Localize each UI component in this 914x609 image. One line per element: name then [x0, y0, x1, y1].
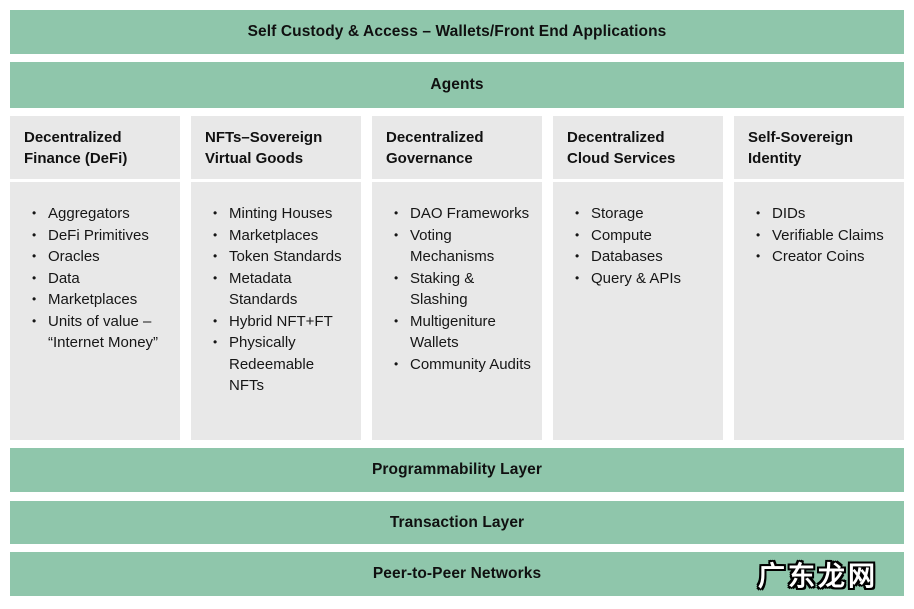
- bullet-item: Databases: [573, 246, 713, 268]
- column-cloud-title: Decentralized Cloud Services: [553, 116, 723, 179]
- bullet-item: Community Audits: [392, 354, 532, 376]
- bullet-item: Units of value – “Internet Money”: [30, 311, 170, 354]
- column-governance-items: DAO FrameworksVoting MechanismsStaking &…: [372, 182, 542, 440]
- column-defi-title: Decentralized Finance (DeFi): [10, 116, 180, 179]
- bullet-item: Voting Mechanisms: [392, 225, 532, 268]
- layer-bar-transaction-label: Transaction Layer: [389, 513, 525, 531]
- column-identity-items: DIDsVerifiable ClaimsCreator Coins: [734, 182, 904, 440]
- bullet-item: Storage: [573, 203, 713, 225]
- bullet-item: DeFi Primitives: [30, 225, 170, 247]
- column-cloud: Decentralized Cloud Services StorageComp…: [553, 116, 723, 440]
- column-defi-items: AggregatorsDeFi PrimitivesOraclesDataMar…: [10, 182, 180, 440]
- bullet-item: Query & APIs: [573, 268, 713, 290]
- column-nfts-items: Minting HousesMarketplacesToken Standard…: [191, 182, 361, 440]
- layer-bar-p2p: Peer-to-Peer Networks 广东龙网: [10, 552, 904, 596]
- bullet-item: Physically Redeemable NFTs: [211, 332, 351, 397]
- column-governance-title: Decentralized Governance: [372, 116, 542, 179]
- bullet-item: Minting Houses: [211, 203, 351, 225]
- layer-bar-programmability: Programmability Layer: [10, 448, 904, 492]
- bullet-item: Multigeniture Wallets: [392, 311, 532, 354]
- bullet-item: Verifiable Claims: [754, 225, 894, 247]
- layer-bar-self-custody-label: Self Custody & Access – Wallets/Front En…: [247, 23, 667, 40]
- bullet-item: Data: [30, 268, 170, 290]
- column-cloud-items: StorageComputeDatabasesQuery & APIs: [553, 182, 723, 440]
- column-nfts: NFTs–Sovereign Virtual Goods Minting Hou…: [191, 116, 361, 440]
- bullet-item: DIDs: [754, 203, 894, 225]
- column-defi: Decentralized Finance (DeFi) Aggregators…: [10, 116, 180, 440]
- bullet-item: Marketplaces: [211, 225, 351, 247]
- bullet-item: Creator Coins: [754, 246, 894, 268]
- column-nfts-title: NFTs–Sovereign Virtual Goods: [191, 116, 361, 179]
- layer-bar-transaction: Transaction Layer: [10, 501, 904, 544]
- layer-bar-programmability-label: Programmability Layer: [371, 461, 543, 478]
- bullet-item: Compute: [573, 225, 713, 247]
- layer-bar-self-custody: Self Custody & Access – Wallets/Front En…: [10, 10, 904, 54]
- bullet-item: Oracles: [30, 246, 170, 268]
- bullet-item: Hybrid NFT+FT: [211, 311, 351, 333]
- bullet-item: Metadata Standards: [211, 268, 351, 311]
- bullet-item: DAO Frameworks: [392, 203, 532, 225]
- bullet-item: Token Standards: [211, 246, 351, 268]
- watermark: 广东龙网: [758, 561, 878, 592]
- category-columns: Decentralized Finance (DeFi) Aggregators…: [10, 116, 904, 440]
- column-identity-title: Self-Sovereign Identity: [734, 116, 904, 179]
- layer-bar-agents: Agents: [10, 62, 904, 108]
- column-governance: Decentralized Governance DAO FrameworksV…: [372, 116, 542, 440]
- bullet-item: Marketplaces: [30, 289, 170, 311]
- bullet-item: Staking & Slashing: [392, 268, 532, 311]
- layer-bar-p2p-label: Peer-to-Peer Networks: [372, 565, 542, 582]
- layer-bar-agents-label: Agents: [430, 76, 484, 93]
- column-identity: Self-Sovereign Identity DIDsVerifiable C…: [734, 116, 904, 440]
- bullet-item: Aggregators: [30, 203, 170, 225]
